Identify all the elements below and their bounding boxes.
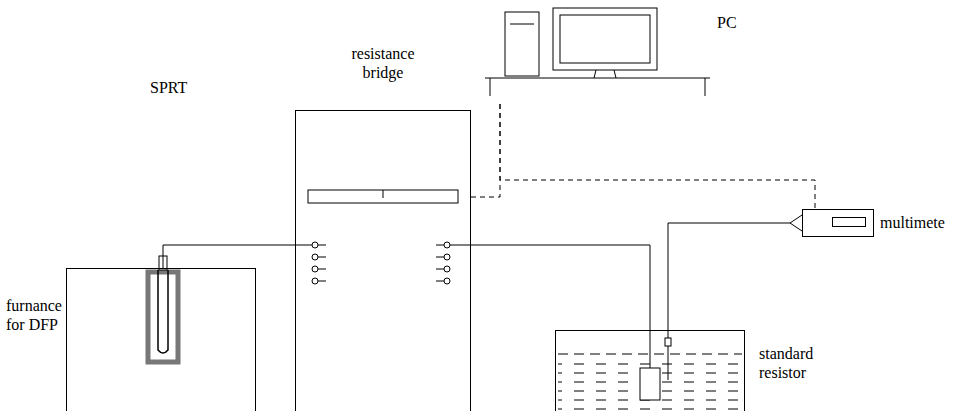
node-label: furnance for DFP [6,296,62,334]
outline [555,330,745,411]
outline [66,268,256,411]
wire [163,245,295,268]
multimeter: multimete [790,208,968,238]
data-cable [471,100,500,197]
computer [485,8,710,96]
display [832,217,866,227]
node-label: PC [717,13,737,32]
resistance-bridge: resistance bridge [295,40,471,411]
bridge-panel [296,190,470,284]
node-label: standard resistor [759,344,859,382]
wire [668,223,790,330]
part-name: SPRT [150,78,187,97]
outline [802,209,874,237]
node-label: resistance bridge [333,44,433,82]
wire [471,245,650,330]
standard-resistor-bath: standard resistor [555,330,865,411]
sprt-probe [148,256,178,362]
data-cable [500,100,815,208]
bath [558,330,742,411]
furnace: furnance for DFP [6,268,258,411]
probe-fork [790,215,802,231]
node-label: multimete [880,213,945,232]
computer: PC [485,5,775,100]
outline [295,110,471,411]
